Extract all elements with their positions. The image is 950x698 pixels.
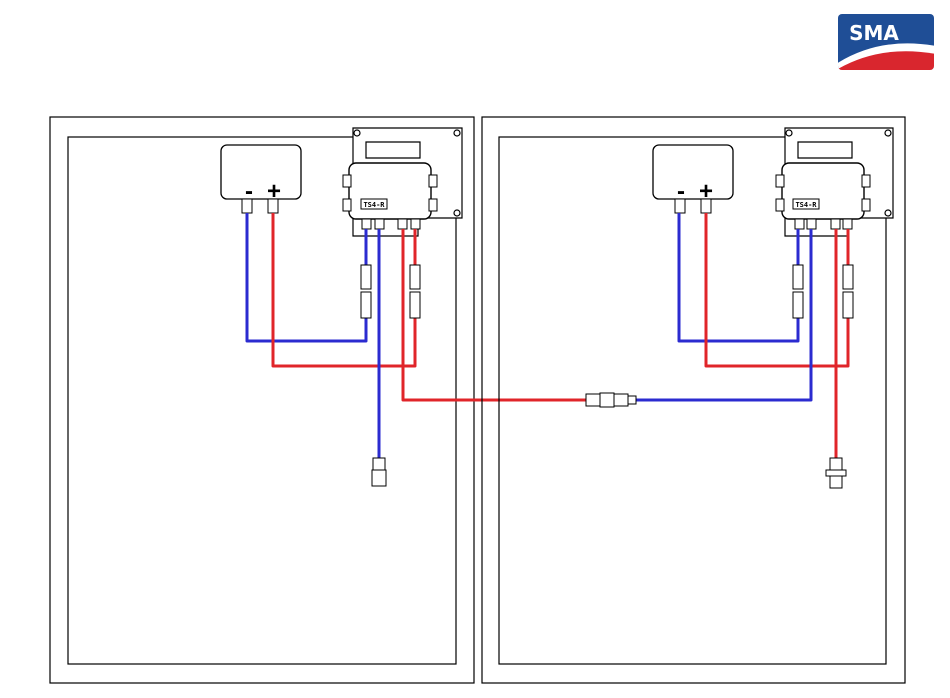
- input-connectors-right: [793, 265, 853, 318]
- mc4-connector-negative-end: [372, 458, 386, 486]
- optimizer-label: TS4-R: [363, 201, 385, 209]
- mc4-connector-positive-end: [826, 458, 846, 488]
- series-mc4-connector: [586, 393, 636, 407]
- jbox-connector-plus: [268, 199, 278, 213]
- logo-text: SMA: [849, 21, 899, 45]
- negative-series-lead: [636, 229, 811, 400]
- jbox-connector-minus: [675, 199, 685, 213]
- input-connectors-left: [361, 265, 420, 318]
- optimizer: TS4-R: [343, 163, 437, 229]
- negative-lead: [679, 213, 798, 341]
- jbox-connector-minus: [242, 199, 252, 213]
- optimizer: TS4-R: [776, 163, 870, 229]
- sma-logo: SMA: [836, 14, 936, 72]
- junction-box: - +: [221, 145, 301, 213]
- module-left-wires: [247, 213, 586, 458]
- optimizer-label: TS4-R: [795, 201, 817, 209]
- junction-box: - +: [653, 145, 733, 213]
- module-right-wires: [636, 213, 848, 458]
- jbox-connector-plus: [701, 199, 711, 213]
- negative-lead: [247, 213, 366, 341]
- positive-output-lead: [403, 229, 586, 400]
